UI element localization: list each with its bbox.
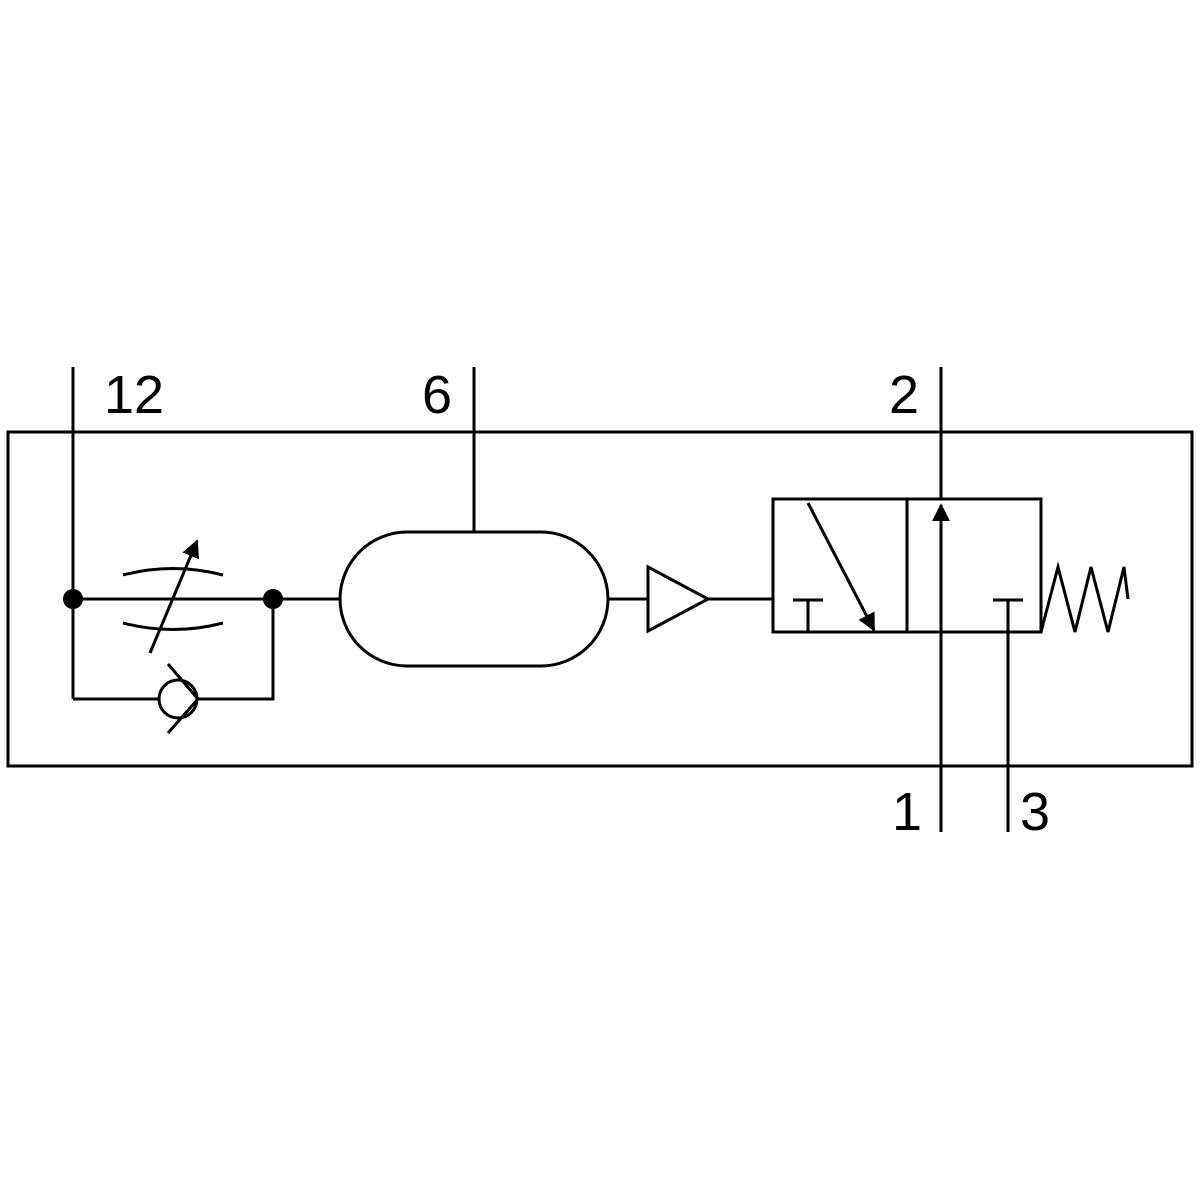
bypass-right-line xyxy=(198,599,275,701)
port-label-12: 12 xyxy=(104,365,165,425)
reservoir-icon xyxy=(338,530,610,668)
port-label-2: 2 xyxy=(889,365,920,425)
check-valve-icon xyxy=(157,663,200,734)
port-label-6: 6 xyxy=(422,365,453,425)
valve-right-box xyxy=(905,497,1043,634)
port-label-1: 1 xyxy=(892,782,923,842)
housing-outline xyxy=(6,430,1194,768)
junction-dot-left xyxy=(63,589,83,609)
spring-return-icon xyxy=(1039,561,1130,633)
3-2-valve-icon xyxy=(771,497,1043,634)
junction-dot-right xyxy=(263,589,283,609)
port-label-3: 3 xyxy=(1020,782,1051,842)
pressure-amplifier-icon xyxy=(646,564,712,634)
adjustable-throttle-icon xyxy=(122,539,224,654)
